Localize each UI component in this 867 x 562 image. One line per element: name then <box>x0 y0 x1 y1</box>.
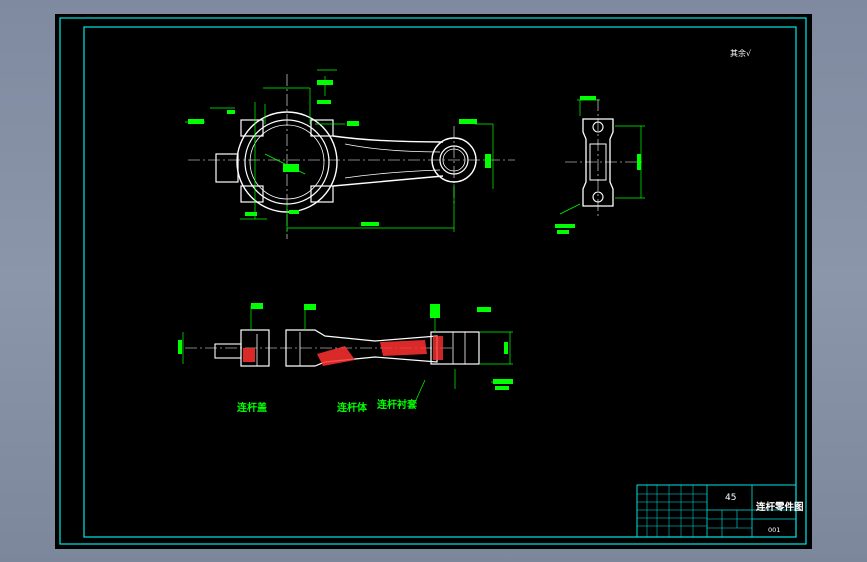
cad-viewport[interactable]: 其余√ <box>55 14 812 549</box>
inner-frame <box>83 26 797 538</box>
outer-frame <box>59 17 807 545</box>
label-bushing: 连杆衬套 <box>377 398 418 411</box>
label-body: 连杆体 <box>337 401 368 414</box>
side-view <box>555 96 645 234</box>
section-bushing <box>430 304 513 390</box>
section-cap <box>178 303 280 367</box>
main-view <box>185 69 515 239</box>
title-block: 45 连杆零件图 001 <box>636 484 804 538</box>
title-material: 45 <box>725 493 736 503</box>
roughness-note: 其余√ <box>730 48 752 58</box>
drawing-canvas: 其余√ <box>59 17 807 545</box>
title-drawing-number: 001 <box>768 526 780 534</box>
title-name: 连杆零件图 <box>756 501 804 513</box>
leader-bushing <box>411 379 426 410</box>
label-cap: 连杆盖 <box>237 401 267 414</box>
section-body <box>280 304 455 367</box>
